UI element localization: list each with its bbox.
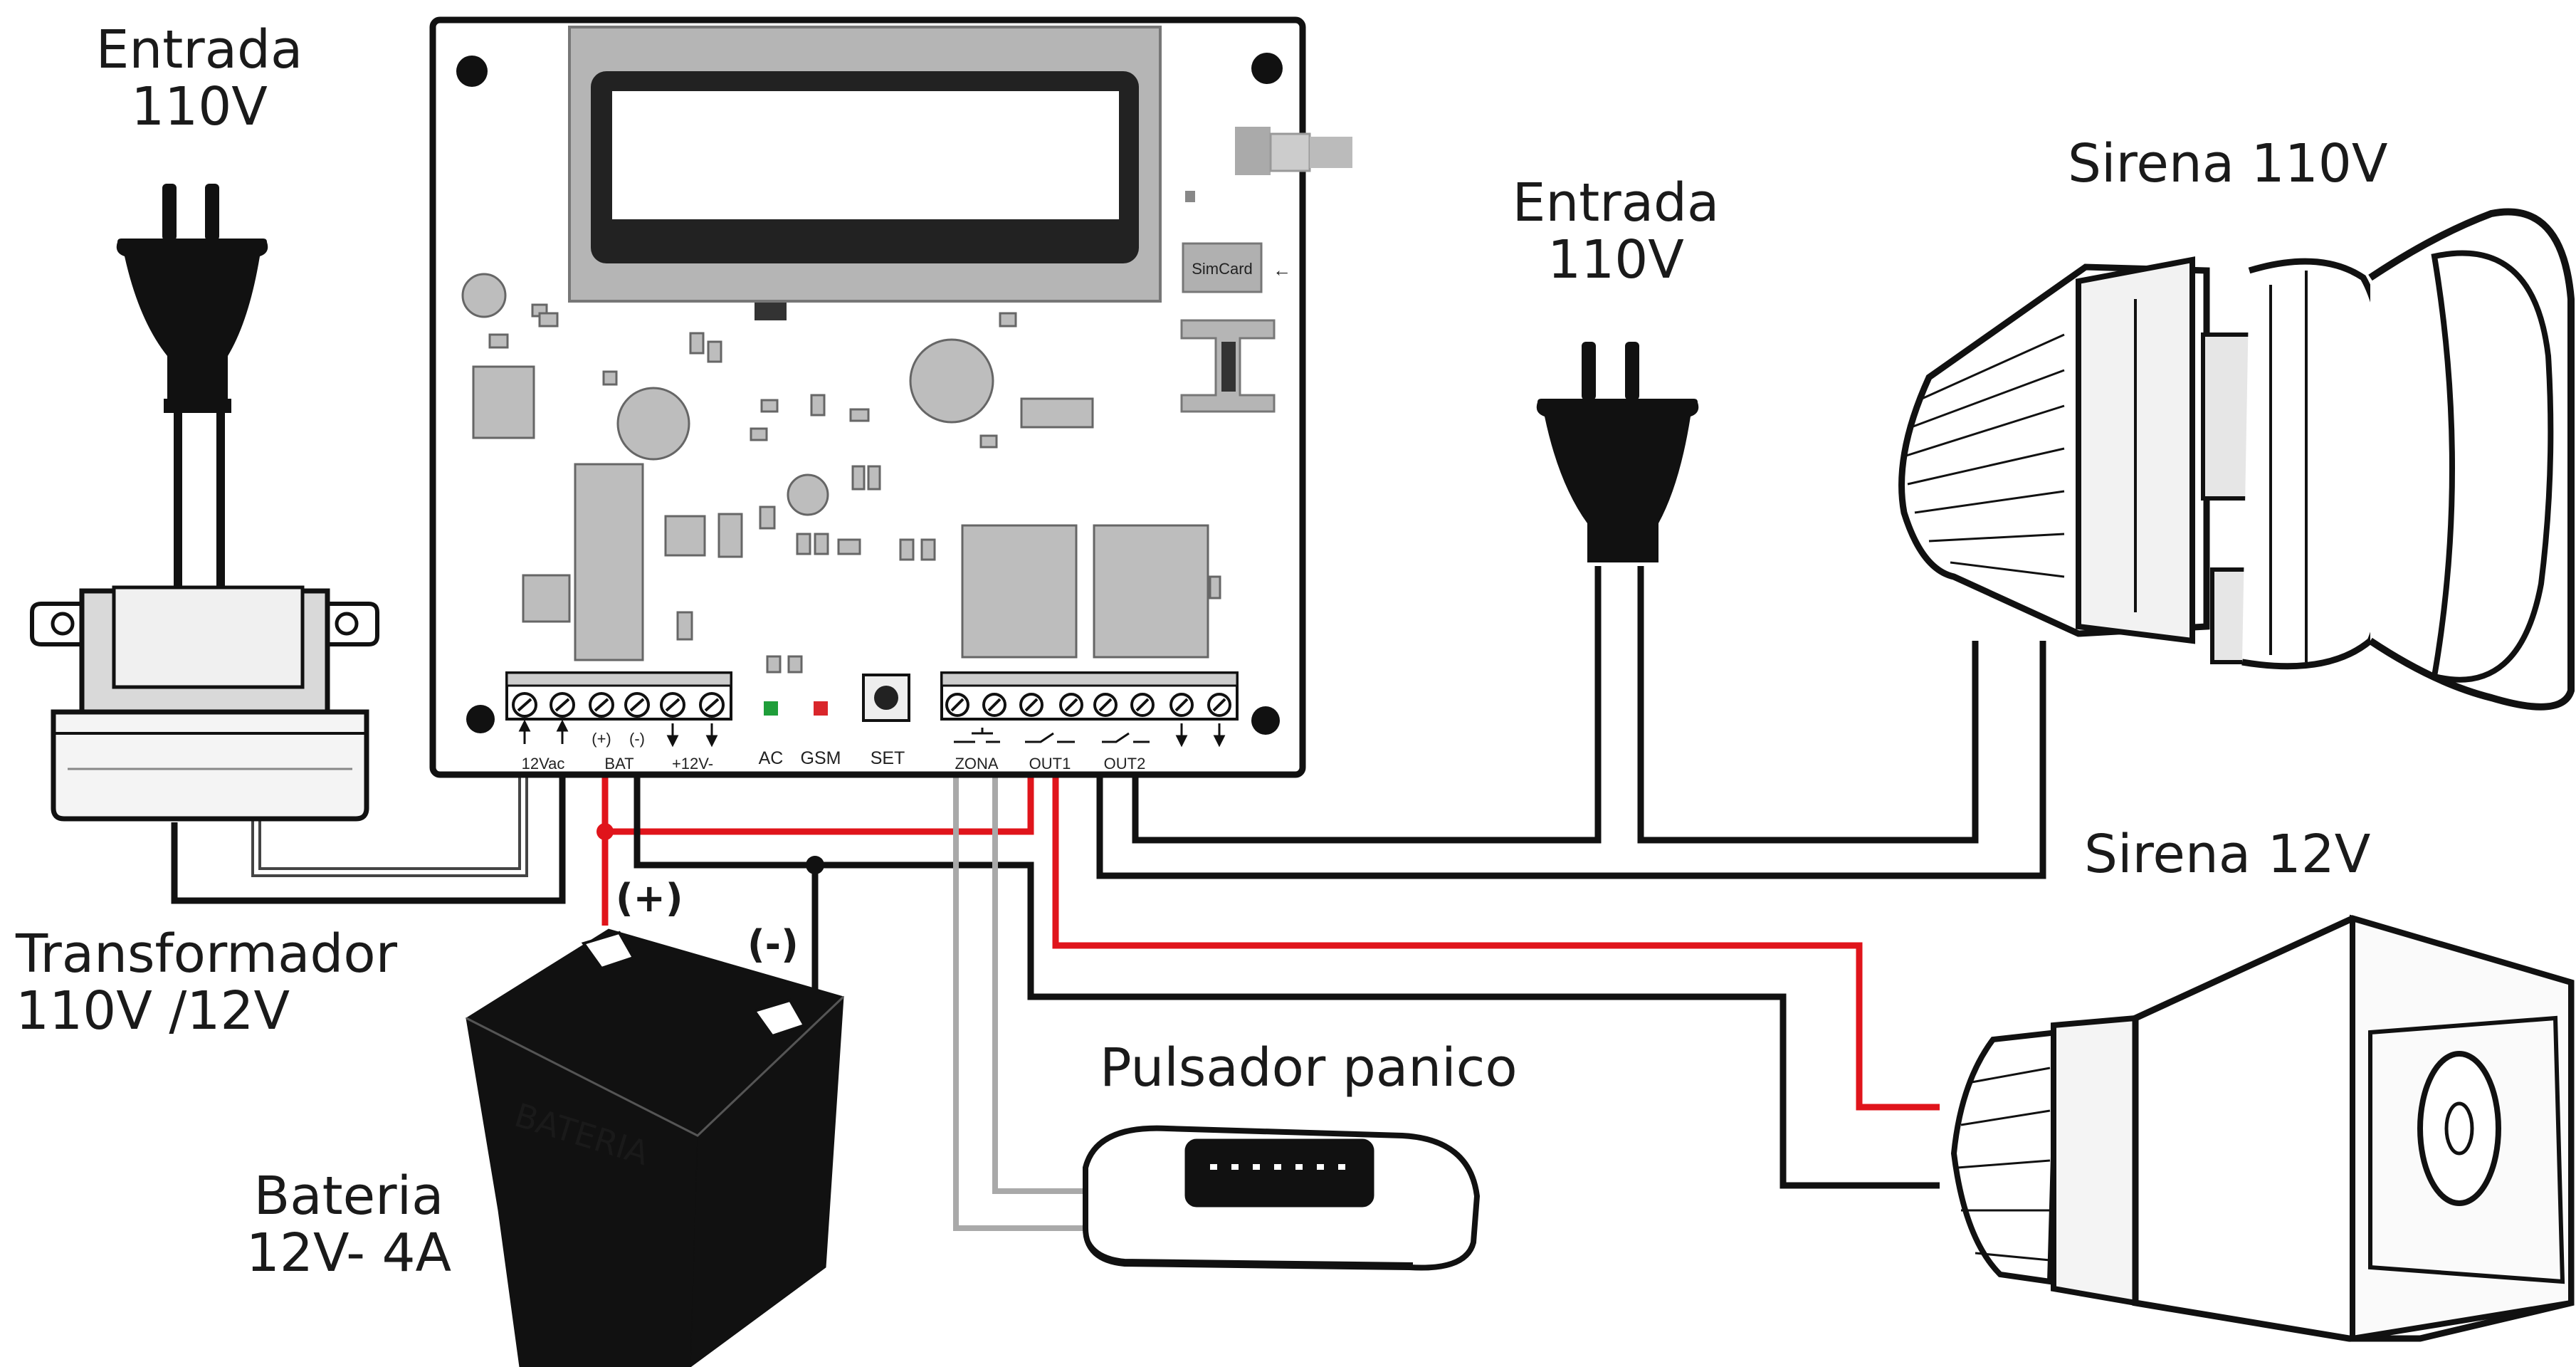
terminal-block-left: (+) (-) 12Vac BAT +12V- bbox=[505, 671, 732, 772]
term-out1-label: OUT1 bbox=[1029, 755, 1071, 772]
wires bbox=[171, 409, 2046, 1231]
svg-text:←: ← bbox=[1273, 259, 1291, 281]
alarm-control-board: SimCard ← bbox=[429, 16, 1352, 778]
wire-out1-to-siren12-red bbox=[1052, 776, 1940, 1111]
term-out2-label: OUT2 bbox=[1104, 755, 1146, 772]
plug-left-icon bbox=[116, 184, 268, 413]
bateria-label: Bateria bbox=[254, 1166, 444, 1227]
circuit-components bbox=[461, 273, 1221, 674]
simcard-label: SimCard bbox=[1192, 260, 1253, 278]
siren-110v-icon bbox=[1898, 208, 2575, 711]
entrada-right-label: Entrada bbox=[1513, 172, 1720, 234]
led-ac-label: AC bbox=[759, 748, 784, 768]
pulsador-panico-label: Pulsador panico bbox=[1100, 1037, 1518, 1099]
wire-out2-to-plug-right bbox=[1132, 566, 1602, 844]
led-ac bbox=[764, 701, 778, 716]
wire-plug-to-siren110 bbox=[1637, 566, 1979, 844]
transformador-voltage: 110V /12V bbox=[16, 980, 290, 1042]
entrada-left-label: Entrada bbox=[96, 19, 303, 80]
wire-zona-to-panic-1 bbox=[953, 776, 1085, 1231]
simcard-slot: SimCard ← bbox=[1182, 191, 1291, 293]
siren-12v-icon bbox=[1950, 914, 2575, 1342]
term-12v-label: +12V- bbox=[672, 755, 713, 772]
transformador-label: Transformador bbox=[15, 923, 398, 985]
wire-transformer-to-12vac-black bbox=[171, 776, 566, 904]
entrada-right-voltage: 110V bbox=[1547, 229, 1684, 290]
plug-right-icon bbox=[1536, 342, 1699, 562]
term-bat-plus-label: (+) bbox=[592, 730, 611, 748]
term-zona-label: ZONA bbox=[955, 755, 998, 772]
battery-minus-label: (-) bbox=[747, 922, 799, 967]
wire-battery-negative bbox=[634, 776, 819, 990]
sirena-110v-label: Sirena 110V bbox=[2068, 133, 2388, 194]
lcd-display bbox=[568, 26, 1162, 320]
battery-plus-label: (+) bbox=[616, 876, 683, 921]
terminal-block-right: ZONA OUT1 OUT2 bbox=[940, 671, 1239, 772]
antenna-icon bbox=[1235, 127, 1352, 175]
set-button bbox=[862, 674, 910, 722]
led-gsm-label: GSM bbox=[801, 748, 841, 768]
wire-out2-to-siren110 bbox=[1096, 641, 2046, 879]
entrada-left-voltage: 110V bbox=[131, 76, 268, 137]
transformer-icon bbox=[30, 585, 379, 822]
labels: Entrada 110V Entrada 110V Sirena 110V Si… bbox=[15, 19, 2388, 1284]
term-bat-label: BAT bbox=[604, 755, 634, 772]
wire-left-plug-to-transformer bbox=[174, 409, 225, 598]
wire-red-bus-to-out1 bbox=[605, 776, 1034, 835]
term-bat-minus-label: (-) bbox=[629, 730, 645, 748]
panic-button-icon bbox=[1083, 1125, 1481, 1271]
term-12vac-label: 12Vac bbox=[522, 755, 565, 772]
led-gsm bbox=[814, 701, 828, 716]
sirena-12v-label: Sirena 12V bbox=[2084, 824, 2371, 885]
battery-icon: BATERIA bbox=[465, 928, 845, 1367]
battery-holder-icon bbox=[1180, 319, 1276, 413]
bateria-spec: 12V- 4A bbox=[246, 1222, 452, 1284]
wire-zona-to-panic-2 bbox=[992, 776, 1085, 1194]
set-label: SET bbox=[871, 748, 905, 768]
